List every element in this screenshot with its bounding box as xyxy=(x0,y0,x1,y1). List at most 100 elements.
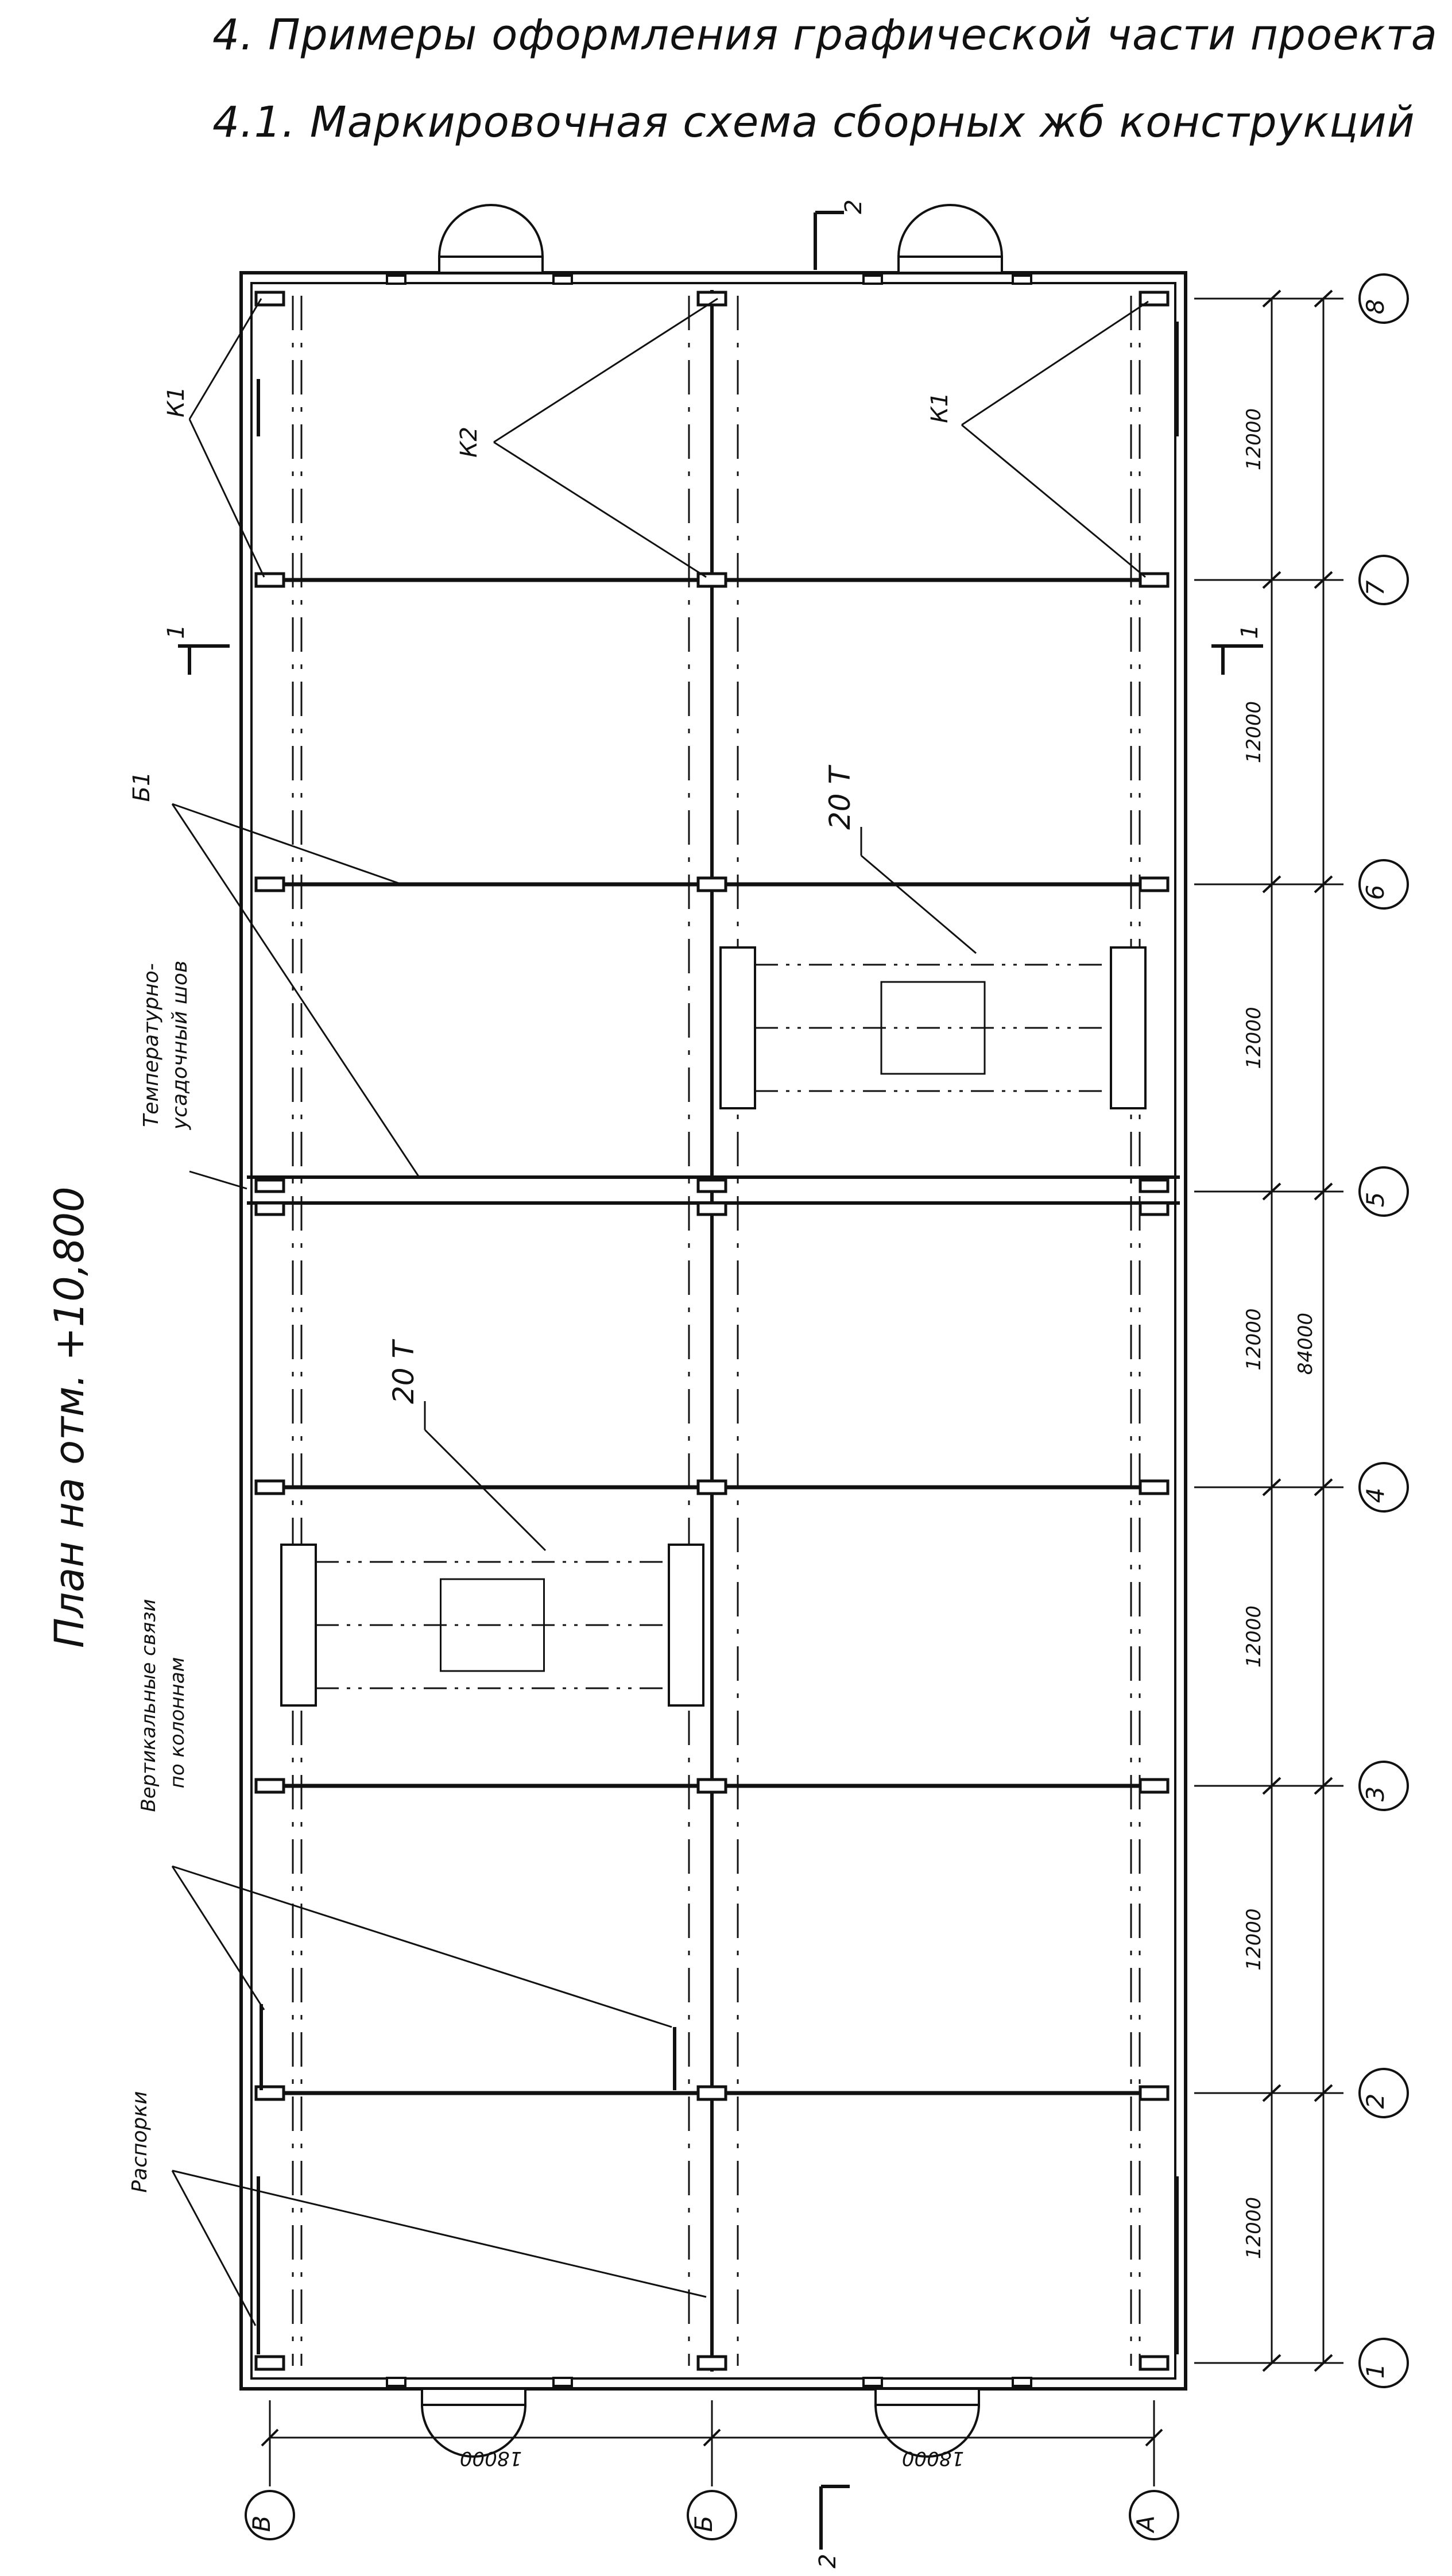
dimension-tick xyxy=(1314,2084,1333,2102)
leader-line xyxy=(171,803,420,1178)
span-dimension: 18000 xyxy=(460,2447,522,2470)
outer-wall xyxy=(239,271,1187,2391)
section-label: 1 xyxy=(1237,624,1263,639)
column xyxy=(254,572,285,588)
crane-lower xyxy=(280,1544,704,1707)
crane-end-beam xyxy=(280,1544,317,1707)
leader-line xyxy=(424,1429,547,1552)
axis-marker xyxy=(1358,555,1409,605)
gate-opening xyxy=(874,2388,980,2406)
axis-label: 7 xyxy=(1361,580,1389,595)
leader-line xyxy=(172,1865,672,2028)
label-b1: Б1 xyxy=(129,772,155,802)
column xyxy=(254,1778,285,1794)
label-crane: 20 Т xyxy=(823,765,857,830)
bay-dimension: 12000 xyxy=(1242,701,1265,763)
bay-dimension: 12000 xyxy=(1242,1606,1265,1668)
wall-anchor xyxy=(862,2377,883,2387)
column xyxy=(254,1178,285,1193)
label-struts: Распорки xyxy=(128,2091,152,2192)
dimension-tick xyxy=(1262,875,1281,894)
gate-bottom-left xyxy=(421,2388,526,2458)
subsection-title: 4.1. Маркировочная схема сборных жб конс… xyxy=(212,98,1415,147)
gate-opening xyxy=(897,256,1003,274)
axis-marker xyxy=(1358,1166,1409,1217)
gate-top-right xyxy=(897,204,1003,274)
wall-anchor xyxy=(862,274,883,285)
dimension-tick xyxy=(1314,1777,1333,1795)
dimension-tick xyxy=(1314,571,1333,589)
crane-end-beam xyxy=(719,946,756,1109)
crane-end-beam xyxy=(1110,946,1147,1109)
axis-label: 3 xyxy=(1361,1786,1389,1802)
axis-marker xyxy=(1358,2338,1409,2388)
gate-leaf xyxy=(950,204,1003,257)
axis-marker xyxy=(1358,859,1409,910)
axis-marker xyxy=(1358,2068,1409,2118)
gate-leaf xyxy=(874,2404,928,2458)
column xyxy=(696,876,727,892)
inner-wall xyxy=(250,282,1176,2380)
dimension-tick xyxy=(1262,2084,1281,2102)
column xyxy=(696,1178,727,1193)
column xyxy=(1139,572,1170,588)
gate-opening xyxy=(421,2388,526,2406)
column xyxy=(696,1778,727,1794)
dimension-lines: 1200012000120001200012000120001200084000… xyxy=(163,199,1409,2569)
building-plan xyxy=(239,204,1187,2458)
bay-dimension: 12000 xyxy=(1242,1908,1265,1970)
axis-label: 8 xyxy=(1361,299,1389,315)
gate-leaf xyxy=(421,2404,474,2458)
dimension-tick xyxy=(1145,2428,1163,2447)
gate-top-left xyxy=(438,204,544,274)
column xyxy=(254,291,285,307)
axis-label: 1 xyxy=(1361,2364,1389,2379)
axis-label: Б xyxy=(690,2516,718,2532)
plan-title: План на отм. +10,800 xyxy=(46,1186,93,1648)
dimension-tick xyxy=(1262,571,1281,589)
leader-line xyxy=(188,298,262,420)
axis-label: 6 xyxy=(1361,885,1389,900)
dimension-tick xyxy=(1262,289,1281,308)
axis-marker xyxy=(245,2490,295,2540)
label-crane: 20 Т xyxy=(387,1339,420,1405)
crane-upper xyxy=(719,946,1147,1109)
column xyxy=(254,1479,285,1495)
label-vertical-bracing: Вертикальные связи xyxy=(137,1599,160,1812)
label-k2: К2 xyxy=(456,427,482,458)
gate-leaf xyxy=(473,2404,526,2458)
bay-dimension: 12000 xyxy=(1242,1007,1265,1069)
leader-line xyxy=(961,300,1149,426)
column xyxy=(1139,2355,1170,2371)
leader-line xyxy=(961,424,1146,578)
dimension-tick xyxy=(1314,875,1333,894)
column xyxy=(696,1201,727,1216)
leader-line xyxy=(493,441,707,578)
label-k1: К1 xyxy=(927,392,953,423)
column xyxy=(1139,1201,1170,1216)
axis-label: В xyxy=(247,2516,276,2532)
label-expansion-joint: Температурно- xyxy=(140,963,163,1127)
gate-leaf xyxy=(490,204,544,257)
section-label: 2 xyxy=(815,2554,841,2568)
dimension-tick xyxy=(1262,1777,1281,1795)
wall-anchor xyxy=(1012,2377,1032,2387)
dimension-tick xyxy=(1262,2354,1281,2372)
axis-marker xyxy=(1358,273,1409,324)
axis-marker xyxy=(1358,1761,1409,1811)
axis-marker xyxy=(687,2490,737,2540)
leader-line xyxy=(172,803,402,885)
wall-anchor xyxy=(552,274,573,285)
axis-label: 2 xyxy=(1361,2094,1389,2109)
column xyxy=(1139,1178,1170,1193)
column xyxy=(1139,2085,1170,2101)
column xyxy=(696,2085,727,2101)
wall-anchor xyxy=(386,2377,406,2387)
column xyxy=(1139,1778,1170,1794)
label-k1: К1 xyxy=(163,386,189,417)
wall-anchor xyxy=(386,274,406,285)
dimension-tick xyxy=(261,2428,279,2447)
leader-line xyxy=(171,1866,265,2010)
span-dimension: 18000 xyxy=(902,2447,964,2470)
